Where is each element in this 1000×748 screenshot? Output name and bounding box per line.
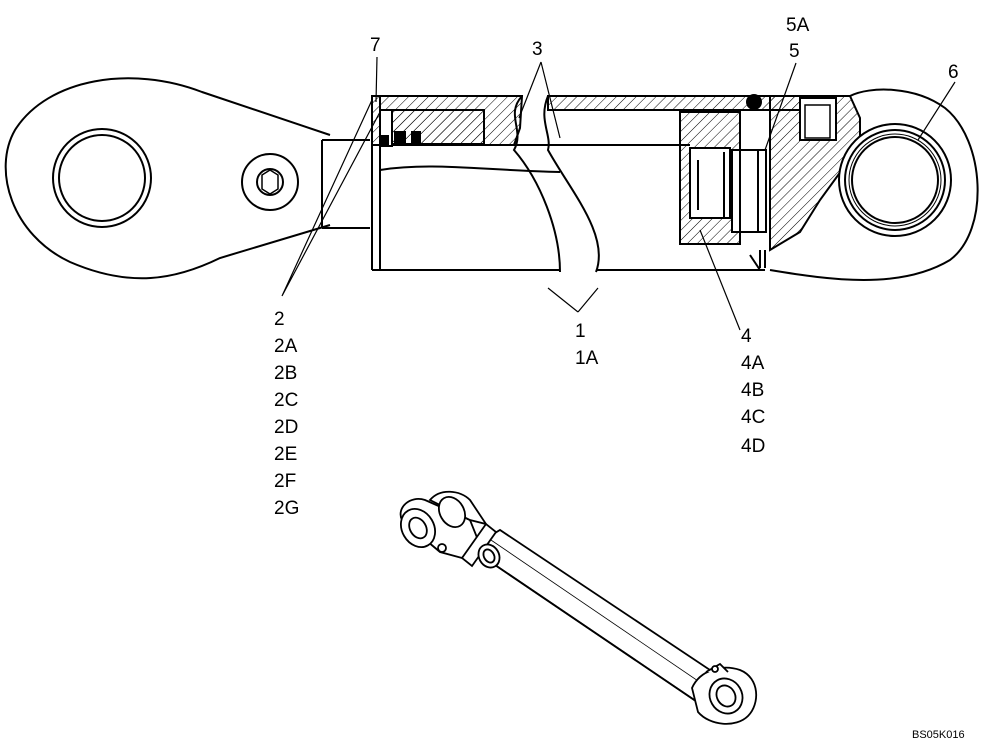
- callout-labels: 7 3 5A 5 6 2 2A 2B 2C 2D 2E 2F 2G 1 1A 4…: [274, 15, 959, 519]
- leader-lines: [281, 56, 956, 331]
- base-end: [749, 88, 979, 281]
- callout-2d: 2D: [274, 417, 298, 438]
- lock-nut: [731, 149, 767, 233]
- callout-2g: 2G: [274, 498, 299, 519]
- rod-neck: [321, 139, 370, 229]
- callout-3: 3: [532, 39, 543, 60]
- piston-gland: [379, 109, 485, 147]
- piston-head: [679, 111, 741, 245]
- callout-4: 4: [741, 326, 752, 347]
- callout-2b: 2B: [274, 363, 297, 384]
- callout-6: 6: [948, 62, 959, 83]
- bushing: [838, 123, 952, 237]
- callout-2a: 2A: [274, 336, 298, 357]
- callout-2f: 2F: [274, 471, 296, 492]
- callout-2e: 2E: [274, 444, 297, 465]
- callout-2c: 2C: [274, 390, 298, 411]
- callout-7: 7: [370, 35, 381, 56]
- callout-4c: 4C: [741, 407, 765, 428]
- callout-4a: 4A: [741, 353, 765, 374]
- seal-ball: [746, 94, 762, 110]
- grease-fitting: [241, 153, 299, 211]
- callout-1: 1: [575, 321, 586, 342]
- callout-4b: 4B: [741, 380, 764, 401]
- callout-5a: 5A: [786, 15, 810, 36]
- isometric-cylinder-view: [399, 490, 758, 725]
- callout-5: 5: [789, 41, 800, 62]
- callout-4d: 4D: [741, 436, 765, 457]
- cylinder-section-view: [4, 77, 979, 281]
- callout-2: 2: [274, 309, 285, 330]
- callout-1a: 1A: [575, 348, 599, 369]
- figure-reference: BS05K016: [912, 729, 965, 741]
- rod-eye: [4, 77, 331, 280]
